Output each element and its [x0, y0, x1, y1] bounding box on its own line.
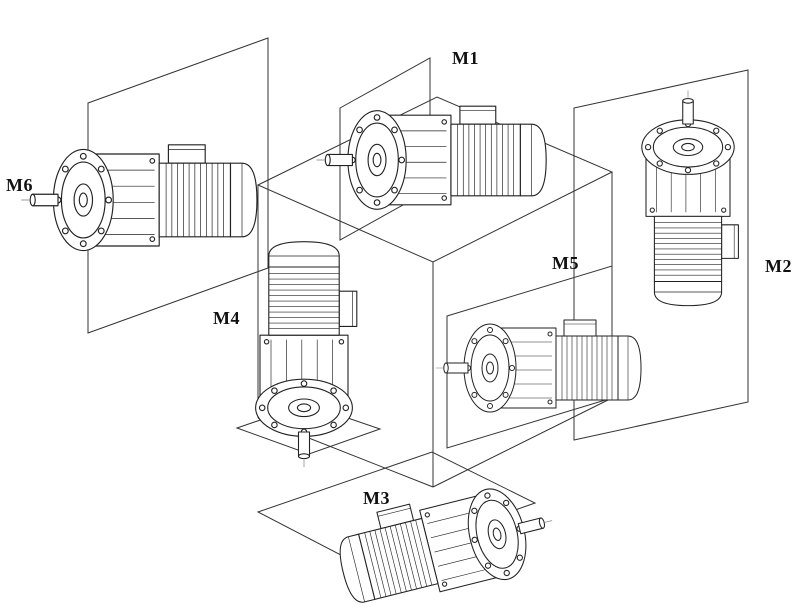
- gearmotor-m5: [435, 319, 642, 413]
- mounting-plane-m3: [256, 451, 537, 566]
- gearmotor-m6: [20, 144, 258, 252]
- label-m6: M6: [6, 175, 33, 195]
- label-m4: M4: [213, 308, 240, 328]
- label-m5: M5: [552, 253, 579, 273]
- label-m3: M3: [363, 488, 390, 508]
- mounting-plane-m6: [87, 37, 269, 334]
- gearmotor-m4: [255, 241, 358, 468]
- gearmotor-m2: [641, 89, 739, 307]
- gearmotor-m1: [315, 105, 547, 210]
- label-m1: M1: [452, 48, 479, 68]
- label-m2: M2: [765, 256, 792, 276]
